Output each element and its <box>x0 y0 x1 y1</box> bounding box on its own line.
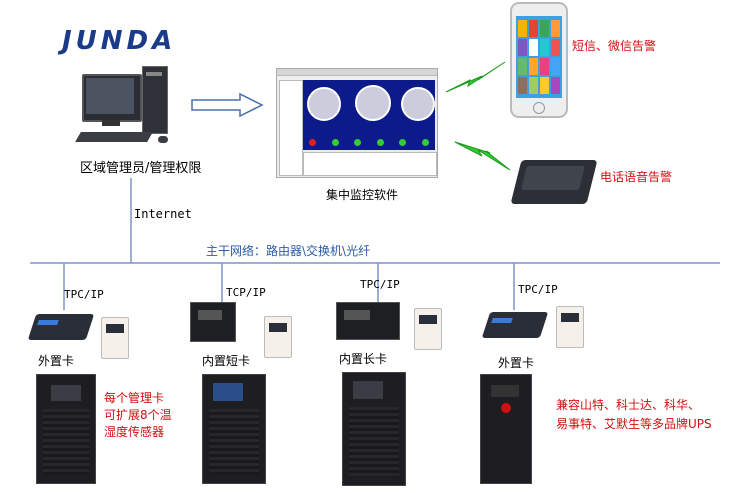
node-1-protocol: TPC/IP <box>64 288 104 301</box>
sms-wechat-alert-label: 短信、微信告警 <box>572 39 657 53</box>
node-2-protocol: TCP/IP <box>226 286 266 299</box>
monitoring-software-window[interactable] <box>276 68 438 178</box>
node-4-protocol: TPC/IP <box>518 283 558 296</box>
ups-unit-2 <box>202 374 266 484</box>
admin-label: 区域管理员/管理权限 <box>80 161 202 176</box>
sensor-box-2 <box>264 316 292 358</box>
internet-label: Internet <box>134 207 192 221</box>
company-logo: JUNDA <box>62 26 177 56</box>
gauge-left <box>307 87 341 121</box>
node-4-card-label: 外置卡 <box>498 356 535 370</box>
external-card-device-1 <box>27 306 95 344</box>
gauge-right <box>401 87 435 121</box>
gauge-center <box>355 85 391 121</box>
internal-short-card-device <box>186 300 236 344</box>
internal-long-card-device <box>334 298 400 342</box>
brand-compatibility-note: 兼容山特、科士达、科华、 易事特、艾默生等多品牌UPS <box>556 398 712 431</box>
wireless-bolt-top <box>445 61 506 93</box>
ups-unit-1 <box>36 374 96 484</box>
voice-alarm-device <box>510 150 598 210</box>
phone-voice-alert-label: 电话语音告警 <box>600 170 673 184</box>
node-2-card-label: 内置短卡 <box>202 354 251 368</box>
external-card-device-4 <box>481 304 549 342</box>
software-label: 集中监控软件 <box>326 188 399 202</box>
flow-arrow <box>191 92 264 118</box>
admin-computer <box>75 66 188 152</box>
ups-unit-4 <box>480 374 532 484</box>
sensor-box-3 <box>414 308 442 350</box>
smartphone-icon <box>510 2 568 118</box>
node-1-card-label: 外置卡 <box>38 354 75 368</box>
node-3-card-label: 内置长卡 <box>339 352 388 366</box>
sensor-box-1 <box>101 317 129 359</box>
node-3-protocol: TPC/IP <box>360 278 400 291</box>
sensor-expansion-note: 每个管理卡 可扩展8个温 湿度传感器 <box>104 391 172 439</box>
ups-unit-3 <box>342 372 406 486</box>
sensor-box-4 <box>556 306 584 348</box>
wireless-bolt-bottom <box>454 141 511 171</box>
backbone-label: 主干网络：路由器\交换机\光纤 <box>206 244 371 258</box>
